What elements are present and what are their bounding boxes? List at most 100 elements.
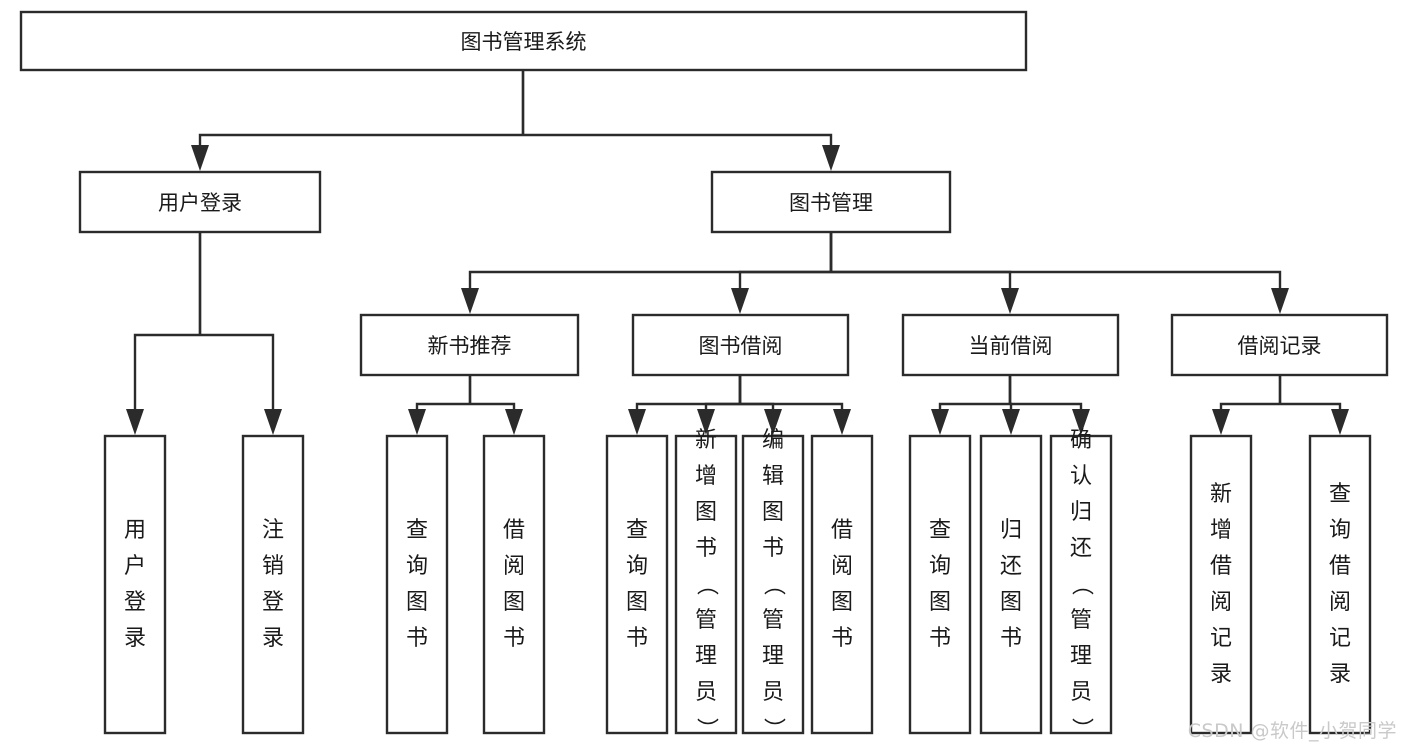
svg-text:录: 录	[124, 626, 146, 651]
svg-text:）: ）	[1069, 717, 1094, 739]
svg-text:确: 确	[1070, 428, 1092, 453]
svg-text:图: 图	[762, 500, 784, 525]
node-label: 图书借阅	[699, 334, 783, 358]
svg-text:认: 认	[1070, 464, 1092, 489]
connector-图书借阅-to-借阅图书	[738, 375, 851, 435]
svg-text:书: 书	[503, 626, 525, 651]
connector-branch	[738, 270, 831, 288]
connector-branch	[1219, 402, 1280, 409]
node-box	[605, 434, 669, 735]
node-level3-新书推荐[interactable]: 新书推荐	[359, 313, 580, 377]
node-level2-用户登录[interactable]: 用户登录	[78, 170, 322, 234]
node-box	[359, 313, 580, 377]
connector-借阅记录-to-查询借阅记录	[1278, 375, 1349, 435]
connector-branch	[831, 270, 1012, 288]
node-level3-借阅记录[interactable]: 借阅记录	[1170, 313, 1389, 377]
connector-branch	[523, 133, 833, 145]
arrow-head-icon	[697, 409, 715, 435]
svg-text:增: 增	[1210, 518, 1232, 543]
arrow-head-icon	[461, 288, 479, 314]
connector-图书管理-to-借阅记录	[829, 232, 1289, 314]
node-label: 用户登录	[158, 191, 242, 215]
connector-当前借阅-to-确认归还管理员	[1008, 375, 1090, 435]
svg-text:）: ）	[694, 717, 719, 739]
connector-用户登录-to-注销登录	[198, 232, 282, 435]
svg-text:书: 书	[929, 626, 951, 651]
svg-text:登: 登	[124, 590, 146, 615]
arrow-head-icon	[264, 409, 282, 435]
arrow-head-icon	[408, 409, 426, 435]
node-label: 当前借阅	[969, 334, 1053, 358]
node-box	[482, 434, 546, 735]
node-level3-当前借阅[interactable]: 当前借阅	[901, 313, 1120, 377]
svg-text:询: 询	[626, 554, 648, 579]
svg-text:管: 管	[1070, 608, 1092, 633]
svg-text:查: 查	[929, 518, 951, 543]
svg-text:图: 图	[406, 590, 428, 615]
connector-branch	[470, 402, 516, 409]
svg-text:员: 员	[762, 680, 784, 705]
node-box	[1308, 434, 1372, 735]
svg-text:新: 新	[1210, 482, 1232, 507]
svg-text:询: 询	[406, 554, 428, 579]
svg-text:书: 书	[695, 536, 717, 561]
arrow-head-icon	[833, 409, 851, 435]
node-label: 新书推荐	[428, 334, 512, 358]
node-leaf-用户登录[interactable]: 用户登录	[103, 434, 167, 735]
connector-branch	[831, 270, 1282, 288]
connector-branch	[468, 270, 831, 288]
node-box	[710, 170, 952, 234]
node-box	[1049, 434, 1113, 735]
svg-text:图: 图	[929, 590, 951, 615]
svg-text:注: 注	[262, 518, 284, 543]
svg-text:）: ）	[761, 717, 786, 739]
node-root-图书管理系统[interactable]: 图书管理系统	[19, 10, 1028, 72]
svg-text:借: 借	[1210, 554, 1232, 579]
svg-text:记: 记	[1329, 626, 1351, 651]
nodes-layer: 图书管理系统用户登录图书管理新书推荐图书借阅当前借阅借阅记录用户登录注销登录查询…	[19, 10, 1389, 740]
svg-text:管: 管	[762, 608, 784, 633]
arrow-head-icon	[1271, 288, 1289, 314]
node-box	[1189, 434, 1253, 735]
svg-text:管: 管	[695, 608, 717, 633]
node-level3-图书借阅[interactable]: 图书借阅	[631, 313, 850, 377]
connector-branch	[1280, 402, 1342, 409]
svg-text:录: 录	[262, 626, 284, 651]
svg-text:图: 图	[503, 590, 525, 615]
node-box	[901, 313, 1120, 377]
svg-text:录: 录	[1210, 662, 1232, 687]
node-level2-图书管理[interactable]: 图书管理	[710, 170, 952, 234]
svg-text:登: 登	[262, 590, 284, 615]
svg-text:增: 增	[695, 464, 717, 489]
svg-text:（: （	[761, 573, 786, 595]
svg-text:阅: 阅	[503, 554, 525, 579]
svg-text:（: （	[1069, 573, 1094, 595]
svg-text:阅: 阅	[831, 554, 853, 579]
svg-text:记: 记	[1210, 626, 1232, 651]
svg-text:借: 借	[831, 518, 853, 543]
svg-text:销: 销	[262, 554, 284, 579]
arrow-head-icon	[505, 409, 523, 435]
svg-text:录: 录	[1329, 662, 1351, 687]
connector-新书推荐-to-借阅图书	[468, 375, 523, 435]
connector-branch	[415, 402, 470, 409]
svg-text:理: 理	[695, 644, 717, 669]
connector-图书管理系统-to-用户登录	[191, 70, 525, 171]
arrow-head-icon	[1002, 409, 1020, 435]
